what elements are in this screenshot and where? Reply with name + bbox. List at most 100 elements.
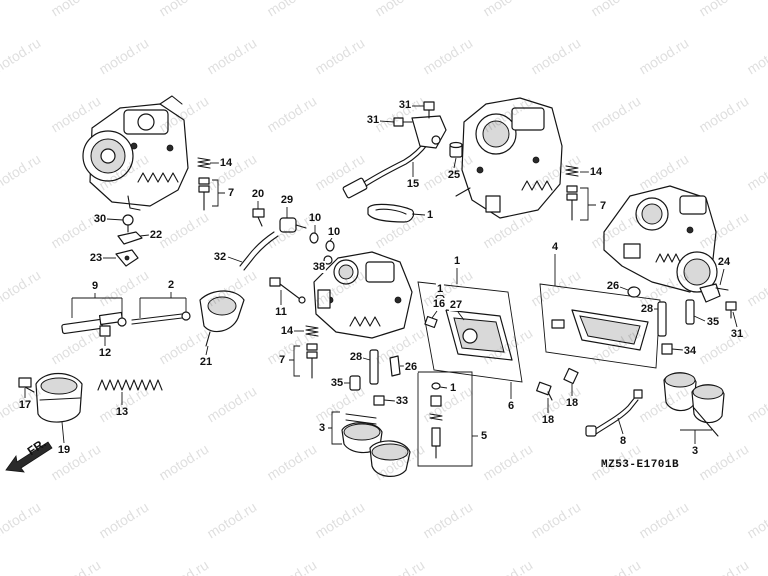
part-callout: 14 [588, 166, 604, 178]
part-callout: 16 [431, 298, 447, 310]
part-callout: 13 [114, 406, 130, 418]
screw-33 [373, 395, 385, 406]
screw-30 [122, 214, 134, 233]
part-callout: 32 [212, 251, 228, 263]
part-callout: 31 [397, 99, 413, 111]
part-callout: 2 [166, 279, 176, 291]
part-callout: 3 [690, 445, 700, 457]
part-callout: 14 [218, 157, 234, 169]
spring-14-right [565, 165, 579, 177]
part-callout: 1 [435, 283, 445, 295]
gasket-1-top [367, 203, 415, 223]
part-callout: 38 [311, 261, 327, 273]
carburetor-center [313, 251, 413, 339]
part-callout: 7 [277, 354, 287, 366]
float-bowl-6 [445, 309, 513, 361]
part-callout: 1 [448, 382, 458, 394]
part-callout: 15 [405, 178, 421, 190]
part-callout: 31 [365, 114, 381, 126]
plug-25 [449, 141, 463, 158]
screw-20 [252, 208, 265, 227]
screw-34 [661, 343, 673, 355]
cable-8 [585, 389, 643, 437]
part-callout: 1 [452, 255, 462, 267]
hose-32 [239, 231, 279, 271]
part-callout: 11 [274, 306, 288, 318]
part-callout: 27 [448, 299, 464, 311]
gasket-26-center [389, 355, 401, 377]
screw-31-right [725, 301, 737, 319]
screw-31-lower [393, 117, 413, 127]
clip-22 [117, 231, 143, 245]
screw-18-left [536, 381, 553, 401]
part-callout: 12 [97, 347, 113, 359]
screw-17 [18, 377, 35, 393]
o-ring-10-b [325, 240, 335, 252]
needle-set-frame-5 [417, 371, 473, 467]
valve-29 [279, 217, 307, 233]
cover-3-right [663, 372, 725, 437]
part-callout: 8 [618, 435, 628, 447]
part-callout: 14 [279, 325, 295, 337]
washer-23 [115, 249, 139, 267]
collar-12 [99, 325, 111, 337]
part-callout: 26 [403, 361, 419, 373]
part-callout: 28 [348, 351, 364, 363]
front-direction-arrow [5, 441, 53, 473]
jet-16 [424, 315, 438, 329]
gasket-26-right [627, 286, 641, 298]
needle-7-right [566, 185, 578, 221]
spring-14-center [305, 325, 319, 337]
bracket-24 [699, 283, 729, 303]
part-callout: 9 [90, 280, 100, 292]
part-callout: 34 [682, 345, 698, 357]
part-callout: 20 [250, 188, 266, 200]
part-callout: 35 [705, 316, 721, 328]
float-chamber-frame-6 [417, 281, 523, 383]
funnel-21 [199, 290, 245, 347]
part-callout: 28 [639, 303, 655, 315]
part-callout: 26 [605, 280, 621, 292]
part-callout: 4 [550, 241, 560, 253]
part-callout: 21 [198, 356, 214, 368]
part-callout: 3 [317, 422, 327, 434]
cover-3-bottom [341, 413, 411, 477]
part-callout: 29 [279, 194, 295, 206]
part-callout: 23 [88, 252, 104, 264]
part-callout: 6 [506, 400, 516, 412]
spring-13 [97, 379, 163, 391]
carburetor-top-center [455, 97, 563, 219]
needle-7-left [198, 177, 210, 211]
o-ring-10-a [309, 232, 319, 244]
leader-lines [24, 105, 738, 445]
float-bowl-4 [551, 309, 649, 351]
diagram-reference-code: MZ53-E1701B [601, 459, 680, 471]
cap-19 [35, 372, 83, 423]
screw-18-right [563, 367, 579, 385]
part-callout: 5 [479, 430, 489, 442]
part-callout: 19 [56, 444, 72, 456]
part-callout: 18 [564, 397, 580, 409]
needle-7-center [306, 343, 318, 379]
bolt-9 [61, 311, 127, 335]
carburetor-right [603, 185, 718, 293]
float-chamber-frame-4 [539, 283, 661, 369]
part-callout: 30 [92, 213, 108, 225]
part-callout: 31 [729, 328, 745, 340]
part-callout: 22 [148, 229, 164, 241]
part-callout: 17 [17, 399, 33, 411]
pipe-35-center [349, 375, 361, 391]
screw-31-upper [423, 101, 435, 119]
sensor-wire-15 [342, 115, 447, 199]
part-callout: 35 [329, 377, 345, 389]
part-callout: 7 [598, 200, 608, 212]
screw-11 [269, 277, 306, 304]
part-callout: 1 [425, 209, 435, 221]
needle-set-5 [429, 382, 443, 459]
tube-28-right [657, 301, 667, 337]
part-callout: 7 [226, 187, 236, 199]
pipe-35-right [685, 299, 695, 325]
part-callout: 18 [540, 414, 556, 426]
